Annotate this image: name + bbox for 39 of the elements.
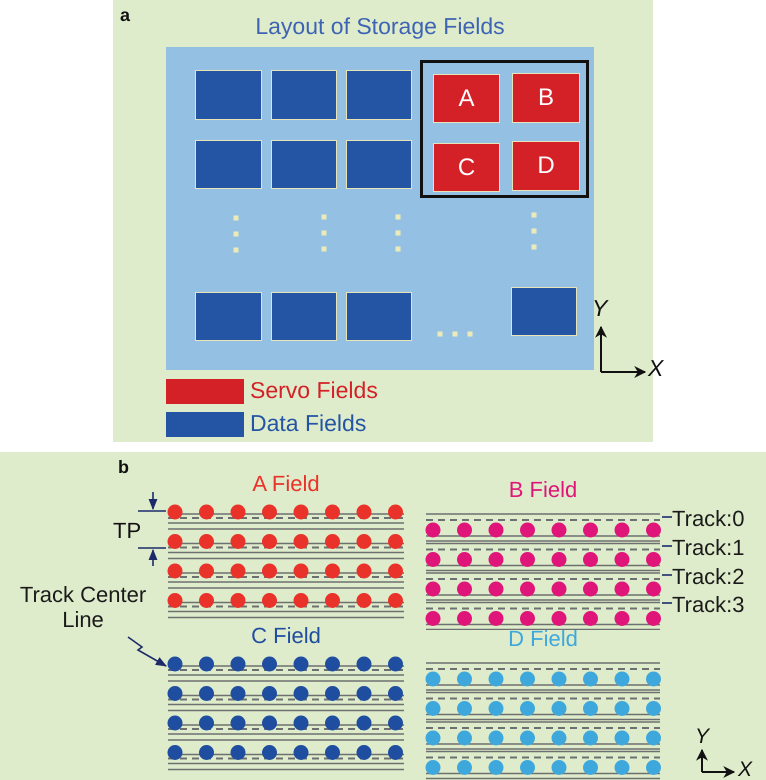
panel-letter: a bbox=[120, 6, 130, 26]
legend-label: Servo Fields bbox=[250, 378, 378, 404]
track-label: Track:1 bbox=[672, 535, 762, 557]
panel-letter: b bbox=[118, 458, 129, 478]
leader-line bbox=[662, 602, 672, 604]
legend-label: Data Fields bbox=[250, 411, 366, 436]
data-field-block bbox=[195, 140, 262, 189]
servo-field-block: A bbox=[433, 74, 500, 123]
data-field-block bbox=[271, 70, 337, 120]
data-field-block bbox=[271, 292, 337, 341]
leader-line bbox=[128, 636, 167, 667]
annotation-label: Track Center Line bbox=[8, 582, 158, 634]
axis-label: Y bbox=[695, 725, 710, 748]
dimension-label: TP bbox=[113, 519, 142, 544]
track-label: Track:0 bbox=[672, 506, 762, 528]
field-title: A Field bbox=[251, 472, 321, 496]
data-field-block bbox=[346, 292, 412, 341]
field-title: D Field bbox=[507, 627, 579, 652]
field-title: B Field bbox=[508, 478, 578, 502]
leader-line bbox=[662, 574, 672, 576]
data-field-block bbox=[271, 140, 337, 189]
axis-label: Y bbox=[592, 296, 608, 322]
track-label: Track:3 bbox=[672, 592, 762, 614]
axis-label: X bbox=[738, 758, 752, 780]
area-heading: Layout of Storage Fields bbox=[254, 14, 506, 40]
servo-field-block: B bbox=[512, 73, 580, 123]
servo-field-block: C bbox=[433, 143, 500, 192]
data-field-block bbox=[195, 292, 262, 341]
data-field-block bbox=[346, 70, 412, 120]
field-title: C Field bbox=[250, 624, 322, 648]
data-field-block bbox=[195, 70, 262, 120]
servo-field-block: D bbox=[512, 141, 580, 191]
track-label: Track:2 bbox=[672, 564, 762, 586]
data-field-block bbox=[346, 140, 412, 189]
axis-label: X bbox=[648, 356, 664, 382]
leader-line bbox=[662, 516, 672, 518]
data-field-block bbox=[511, 287, 577, 336]
leader-line bbox=[662, 545, 672, 547]
highlight-frame bbox=[420, 60, 589, 198]
